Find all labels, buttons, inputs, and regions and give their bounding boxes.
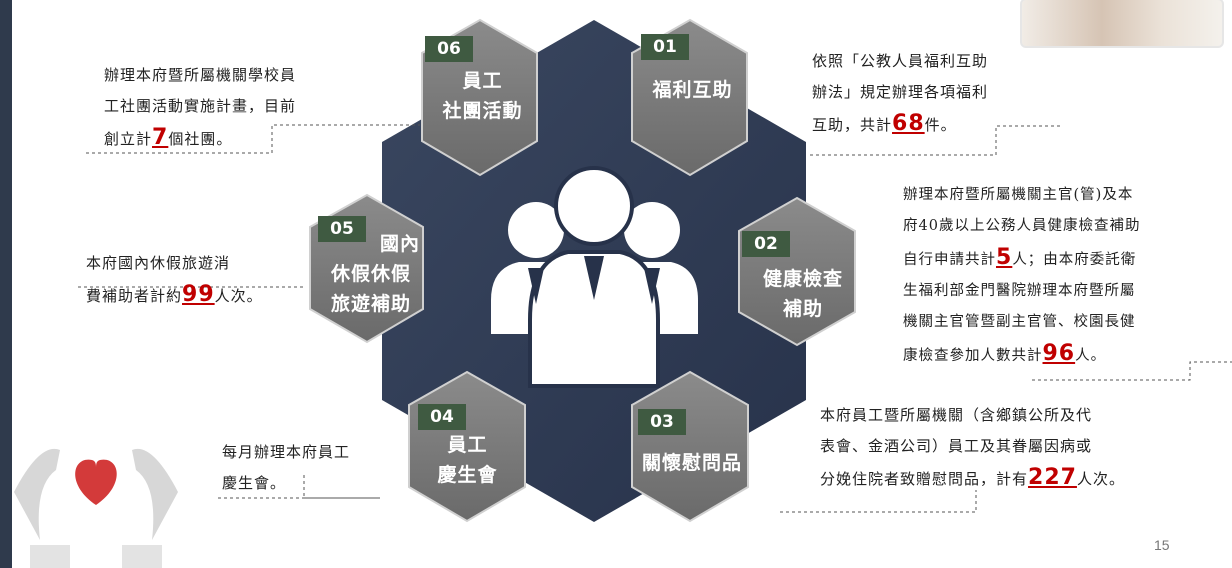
desc-text: 辦法」規定辦理各項福利 <box>812 83 989 101</box>
hex-title-line: 補助 <box>782 298 823 320</box>
desc-line: 康檢查參加人數共計96人。 <box>903 338 1140 372</box>
blood-pressure-photo <box>1020 0 1224 48</box>
desc-text: 依照「公教人員福利互助 <box>812 52 989 70</box>
desc-text: 本府國內休假旅遊消 <box>86 254 231 272</box>
hex-title-line: 員工 <box>462 70 503 92</box>
desc-01: 依照「公教人員福利互助辦法」規定辦理各項福利互助，共計68件。 <box>812 46 988 141</box>
badge-02: 02 <box>742 231 790 257</box>
hex-title-line: 健康檢查 <box>762 268 843 290</box>
hex-title-02: 健康檢查 補助 <box>753 264 853 324</box>
highlight-number: 5 <box>996 245 1013 270</box>
highlight-number: 96 <box>1042 341 1076 366</box>
desc-line: 辦法」規定辦理各項福利 <box>812 77 988 108</box>
highlight-number: 227 <box>1028 465 1077 490</box>
desc-line: 辦理本府暨所屬機關學校員 <box>104 60 296 91</box>
desc-line: 互助，共計68件。 <box>812 108 988 141</box>
page-number: 15 <box>1154 537 1170 553</box>
desc-04: 每月辦理本府員工慶生會。 <box>222 437 350 499</box>
desc-text: 自行申請共計 <box>903 252 996 268</box>
desc-text: 本府員工暨所屬機關（含鄉鎮公所及代 <box>820 406 1093 424</box>
badge-03: 03 <box>638 409 686 435</box>
badge-05: 05 <box>318 216 366 242</box>
hex-title-line: 員工 <box>447 434 488 456</box>
desc-text: 件。 <box>924 116 957 134</box>
desc-02: 辦理本府暨所屬機關主官(管)及本府40歲以上公務人員健康檢查補助自行申請共計5人… <box>903 180 1140 372</box>
desc-text: 表會、金酒公司）員工及其眷屬因病或 <box>820 437 1093 455</box>
desc-text: 分娩住院者致贈慰問品，計有 <box>820 470 1029 488</box>
desc-line: 慶生會。 <box>222 468 350 499</box>
desc-text: 機關主官管暨副主官管、校園長健 <box>903 314 1136 330</box>
desc-line: 本府國內休假旅遊消 <box>86 248 263 279</box>
desc-line: 依照「公教人員福利互助 <box>812 46 988 77</box>
desc-text: 創立計 <box>104 130 153 148</box>
hex-title-03: 關懷慰問品 <box>632 448 752 478</box>
highlight-number: 99 <box>182 282 215 307</box>
desc-text: 生福利部金門醫院辦理本府暨所屬 <box>903 283 1136 299</box>
desc-line: 府40歲以上公務人員健康檢查補助 <box>903 211 1140 242</box>
desc-05: 本府國內休假旅遊消費補助者計約99人次。 <box>86 248 263 312</box>
desc-text: 每月辦理本府員工 <box>222 443 351 461</box>
hex-title-line: 關懷慰問品 <box>641 452 742 474</box>
desc-03: 本府員工暨所屬機關（含鄉鎮公所及代表會、金酒公司）員工及其眷屬因病或分娩住院者致… <box>820 400 1125 495</box>
hex-title-04: 員工 慶生會 <box>420 430 515 490</box>
desc-line: 每月辦理本府員工 <box>222 437 350 468</box>
desc-text: 人；由本府委託衛 <box>1012 252 1137 268</box>
desc-line: 生福利部金門醫院辦理本府暨所屬 <box>903 276 1140 307</box>
hex-title-01: 福利互助 <box>645 75 740 105</box>
desc-text: 人次。 <box>1076 470 1125 488</box>
badge-06: 06 <box>425 36 473 62</box>
desc-text: 慶生會。 <box>222 474 287 492</box>
heart-hands-icon <box>14 448 178 568</box>
desc-line: 本府員工暨所屬機關（含鄉鎮公所及代 <box>820 400 1125 431</box>
desc-line: 機關主官管暨副主官管、校園長健 <box>903 307 1140 338</box>
hex-title-line: 休假休假 <box>330 263 411 285</box>
desc-text: 人次。 <box>214 287 263 305</box>
highlight-number: 7 <box>152 125 169 150</box>
desc-line: 分娩住院者致贈慰問品，計有227人次。 <box>820 462 1125 495</box>
badge-04: 04 <box>418 404 466 430</box>
desc-line: 創立計7個社團。 <box>104 122 296 155</box>
highlight-number: 68 <box>892 111 925 136</box>
desc-text: 辦理本府暨所屬機關學校員 <box>104 66 297 84</box>
desc-text: 互助，共計 <box>812 116 893 134</box>
connector-lines <box>78 124 1232 513</box>
hex-title-05: 國內 休假休假 旅遊補助 <box>316 229 426 319</box>
desc-06: 辦理本府暨所屬機關學校員工社團活動實施計畫，目前創立計7個社團。 <box>104 60 296 155</box>
petal-hex-03 <box>631 370 749 523</box>
desc-line: 自行申請共計5人；由本府委託衛 <box>903 242 1140 276</box>
desc-text: 府40歲以上公務人員健康檢查補助 <box>903 218 1141 234</box>
desc-text: 個社團。 <box>168 130 233 148</box>
hex-title-line: 福利互助 <box>652 79 733 101</box>
desc-text: 費補助者計約 <box>86 287 183 305</box>
desc-line: 工社團活動實施計畫，目前 <box>104 91 296 122</box>
desc-line: 費補助者計約99人次。 <box>86 279 263 312</box>
desc-text: 康檢查參加人數共計 <box>903 348 1043 364</box>
hex-title-line: 社團活動 <box>442 100 523 122</box>
left-accent-bar <box>0 0 12 568</box>
badge-01: 01 <box>641 34 689 60</box>
hex-title-line: 旅遊補助 <box>330 293 411 315</box>
desc-line: 表會、金酒公司）員工及其眷屬因病或 <box>820 431 1125 462</box>
desc-line: 辦理本府暨所屬機關主官(管)及本 <box>903 180 1140 211</box>
hex-title-06: 員工 社團活動 <box>435 66 530 126</box>
desc-text: 人。 <box>1075 348 1107 364</box>
hex-title-line: 國內 <box>379 233 420 255</box>
desc-text: 辦理本府暨所屬機關主官(管)及本 <box>903 187 1134 203</box>
desc-text: 工社團活動實施計畫，目前 <box>104 97 297 115</box>
hex-title-line: 慶生會 <box>437 464 498 486</box>
